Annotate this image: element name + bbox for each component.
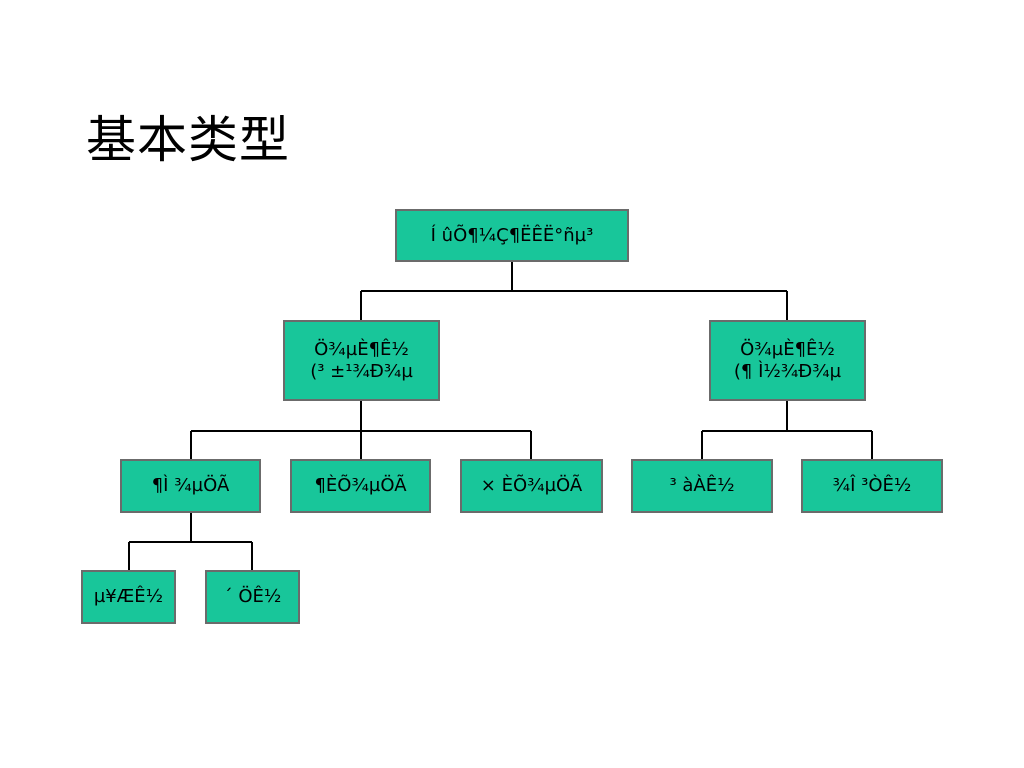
leaf-node-1: ¶Ì ¾µÖÃ bbox=[120, 459, 261, 513]
leaf-node-4: ³ àÀÊ½ bbox=[631, 459, 773, 513]
left-group-label-2: (³ ±¹¾Ð¾µ bbox=[310, 360, 413, 382]
right-group-label-1: Ö¾µÈ¶Ê½ bbox=[740, 338, 835, 360]
leaf-node-1-label: ¶Ì ¾µÖÃ bbox=[151, 475, 230, 496]
left-group-node: Ö¾µÈ¶Ê½ (³ ±¹¾Ð¾µ bbox=[283, 320, 440, 401]
sub-node-1-label: µ¥ÆÊ½ bbox=[93, 586, 164, 607]
sub-node-2-label: ´ ÖÊ½ bbox=[223, 586, 282, 607]
leaf-node-5-label: ¾Î ³ÒÊ½ bbox=[832, 475, 912, 496]
sub-node-1: µ¥ÆÊ½ bbox=[81, 570, 176, 624]
page-title: 基本类型 bbox=[86, 111, 290, 169]
left-group-label-1: Ö¾µÈ¶Ê½ bbox=[314, 338, 409, 360]
leaf-node-4-label: ³ àÀÊ½ bbox=[669, 475, 735, 496]
leaf-node-5: ¾Î ³ÒÊ½ bbox=[801, 459, 943, 513]
leaf-node-3: × ÈÕ¾µÖÃ bbox=[460, 459, 603, 513]
root-node-label: Í ûÕ¶¼Ç¶ËÊË°ñµ³ bbox=[430, 224, 594, 246]
root-node: Í ûÕ¶¼Ç¶ËÊË°ñµ³ bbox=[395, 209, 629, 262]
right-group-label-2: (¶ Ì½¾Ð¾µ bbox=[733, 360, 842, 382]
sub-node-2: ´ ÖÊ½ bbox=[205, 570, 300, 624]
leaf-node-3-label: × ÈÕ¾µÖÃ bbox=[480, 475, 583, 496]
leaf-node-2-label: ¶ÈÕ¾µÖÃ bbox=[314, 475, 407, 496]
leaf-node-2: ¶ÈÕ¾µÖÃ bbox=[290, 459, 431, 513]
right-group-node: Ö¾µÈ¶Ê½ (¶ Ì½¾Ð¾µ bbox=[709, 320, 866, 401]
